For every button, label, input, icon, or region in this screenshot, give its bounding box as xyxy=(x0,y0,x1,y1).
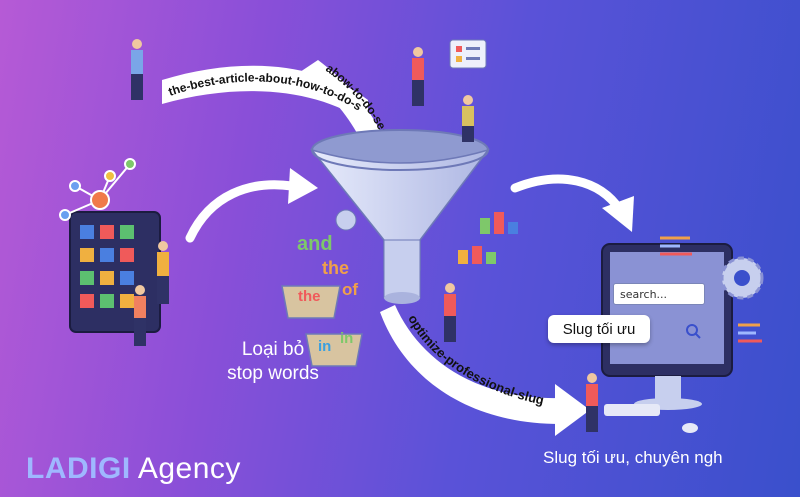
search-icon xyxy=(686,324,701,339)
stop-word-the-2: the xyxy=(298,288,321,305)
stop-word-of: of xyxy=(342,280,359,299)
search-input[interactable]: search... xyxy=(613,283,705,305)
slug-ribbon-output xyxy=(380,305,560,424)
stop-word-the-1: the xyxy=(322,258,349,278)
gear-icon xyxy=(720,256,764,300)
brand-logo: LADIGI Agency xyxy=(26,452,241,486)
result-caption: Slug tối ưu, chuyên ngh xyxy=(543,448,723,467)
caption-line-1: Loại bỏ xyxy=(241,339,305,360)
stop-words-caption: Loại bỏ stop words xyxy=(218,338,328,386)
stop-word-in-1: in xyxy=(318,338,332,355)
output-arrowhead xyxy=(555,384,590,436)
slug-bubble: Slug tối ưu xyxy=(548,315,650,343)
kanban-board xyxy=(69,211,161,333)
stop-word-in-2: in xyxy=(340,330,354,347)
arrowhead-to-computer xyxy=(602,196,634,232)
code-lines-icon xyxy=(660,236,762,343)
caption-line-2: stop words xyxy=(227,363,319,384)
brand-part2: Agency xyxy=(137,452,241,485)
network-icon xyxy=(59,158,136,221)
person-figures xyxy=(131,39,598,432)
funnel xyxy=(309,129,490,304)
stop-word-baskets xyxy=(281,285,363,367)
computer-monitor xyxy=(601,243,733,433)
arrowhead-to-funnel xyxy=(288,168,318,204)
stop-word-and: and xyxy=(297,233,333,255)
chat-icon xyxy=(449,39,487,69)
arrow-to-funnel xyxy=(185,180,297,243)
arrow-to-computer xyxy=(510,174,625,215)
bar-icons xyxy=(458,212,518,264)
brand-part1: LADIGI xyxy=(26,452,131,485)
